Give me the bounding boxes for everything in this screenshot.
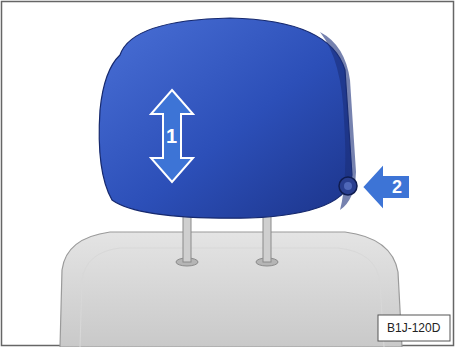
- figure-code-box: [378, 315, 450, 341]
- adjust-arrow: [151, 90, 193, 182]
- callout-number: 1: [166, 126, 177, 146]
- figure-code: B1J-120D: [387, 322, 440, 334]
- headrest-side: [320, 32, 356, 210]
- callout-number: 2: [392, 178, 402, 196]
- release-button: [344, 182, 352, 190]
- headrest: [99, 18, 352, 218]
- pointer-arrow: [362, 163, 410, 211]
- seat-seam: [80, 248, 384, 347]
- release-button: [339, 177, 357, 195]
- seat-back: [60, 232, 402, 347]
